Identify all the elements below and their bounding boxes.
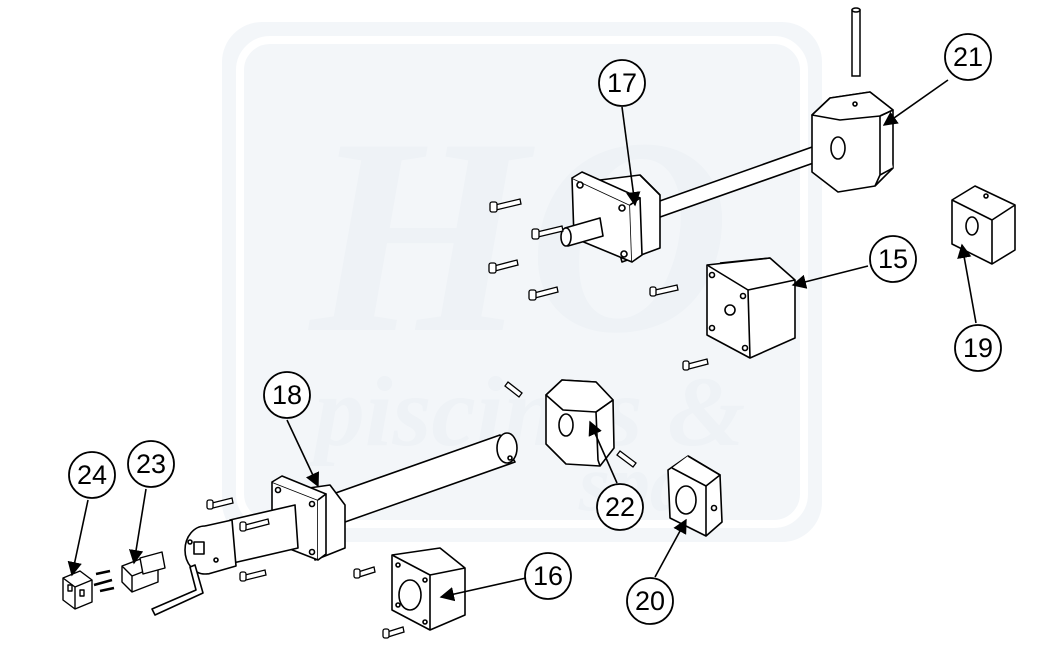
callout-leaders: [67, 79, 977, 602]
watermark-logo: HO: [306, 80, 730, 391]
pin-top: [851, 7, 861, 77]
part-22-hub: [545, 379, 615, 467]
callout-23-label: 23: [136, 449, 166, 479]
callout-17-label: 17: [607, 68, 637, 98]
part-20-clamp: [667, 455, 723, 537]
callout-16-label: 16: [533, 561, 563, 591]
callout-19: 19: [954, 324, 1002, 372]
callout-18: 18: [263, 371, 311, 419]
part-16-bearing-block: [391, 547, 466, 631]
callout-20: 20: [626, 577, 674, 625]
callout-17: 17: [598, 59, 646, 107]
callout-22-label: 22: [605, 492, 635, 522]
screws-upper: [488, 198, 709, 371]
part-19-collar: [951, 185, 1016, 265]
callout-16: 16: [524, 552, 572, 600]
callout-21-label: 21: [953, 42, 983, 72]
part-15-bearing-block: [706, 257, 796, 359]
screws-lower: [206, 497, 405, 639]
callout-22: 22: [596, 483, 644, 531]
callout-24-label: 24: [77, 460, 107, 490]
callout-18-label: 18: [272, 380, 302, 410]
callout-23: 23: [127, 440, 175, 488]
callout-21: 21: [944, 33, 992, 81]
part-18-motor-tube: [151, 432, 518, 616]
watermark-line1: piscines &: [307, 356, 746, 467]
callout-19-label: 19: [963, 333, 993, 363]
part-17-assembly: [560, 145, 823, 263]
part-24-plug: [62, 570, 93, 610]
part-21-hub: [811, 91, 894, 193]
callout-15-label: 15: [878, 244, 908, 274]
pins-middle: [504, 381, 637, 468]
callout-20-label: 20: [635, 586, 665, 616]
callout-15: 15: [869, 235, 917, 283]
callout-24: 24: [68, 451, 116, 499]
part-23-connector: [93, 551, 166, 593]
